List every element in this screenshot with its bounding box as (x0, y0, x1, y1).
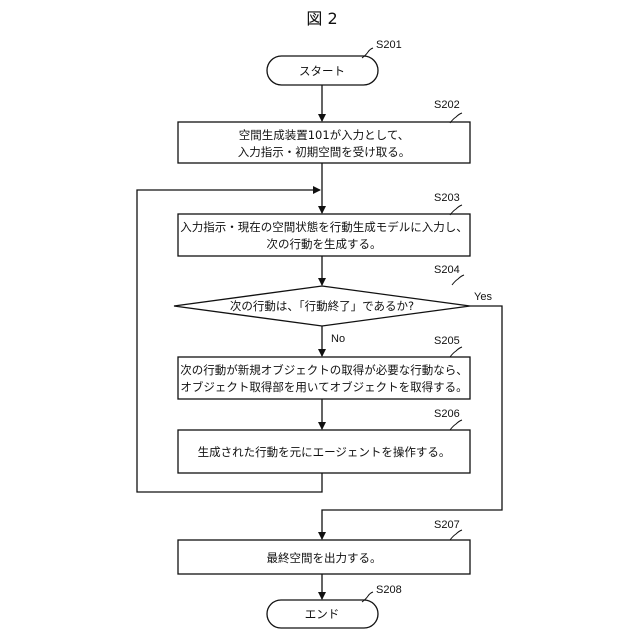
yes-branch-line (322, 306, 502, 539)
s202-line1: 空間生成装置101が入力として、 (239, 128, 410, 142)
s205-line2: オブジェクト取得部を用いてオブジェクトを取得する。 (180, 380, 467, 394)
s207-leader (450, 530, 462, 540)
s208-id: S208 (376, 584, 402, 596)
s207-id: S207 (434, 519, 460, 531)
s203-id: S203 (434, 192, 460, 204)
s202-id: S202 (434, 99, 460, 111)
s203-line1: 入力指示・現在の空間状態を行動生成モデルに入力し、 (180, 220, 468, 234)
s205-id: S205 (434, 335, 460, 347)
yes-label: Yes (474, 291, 492, 303)
s201-id: S201 (376, 39, 402, 51)
s205-line1: 次の行動が新規オブジェクトの取得が必要な行動なら、 (180, 363, 468, 377)
s206-leader (450, 420, 462, 430)
s202-line2: 入力指示・初期空間を受け取る。 (238, 145, 411, 159)
s204-text: 次の行動は、「行動終了」であるか? (230, 299, 414, 313)
s204-leader (452, 275, 464, 285)
s206-id: S206 (434, 408, 460, 420)
no-label: No (331, 333, 345, 345)
s205-leader (450, 347, 462, 357)
start-label: スタート (299, 64, 345, 78)
s203-line2: 次の行動を生成する。 (267, 237, 382, 251)
figure-title: 図 2 (306, 9, 337, 28)
s204-id: S204 (434, 264, 460, 276)
s207-text: 最終空間を出力する。 (267, 551, 382, 565)
s206-text: 生成された行動を元にエージェントを操作する。 (198, 445, 451, 459)
end-label: エンド (305, 607, 340, 621)
